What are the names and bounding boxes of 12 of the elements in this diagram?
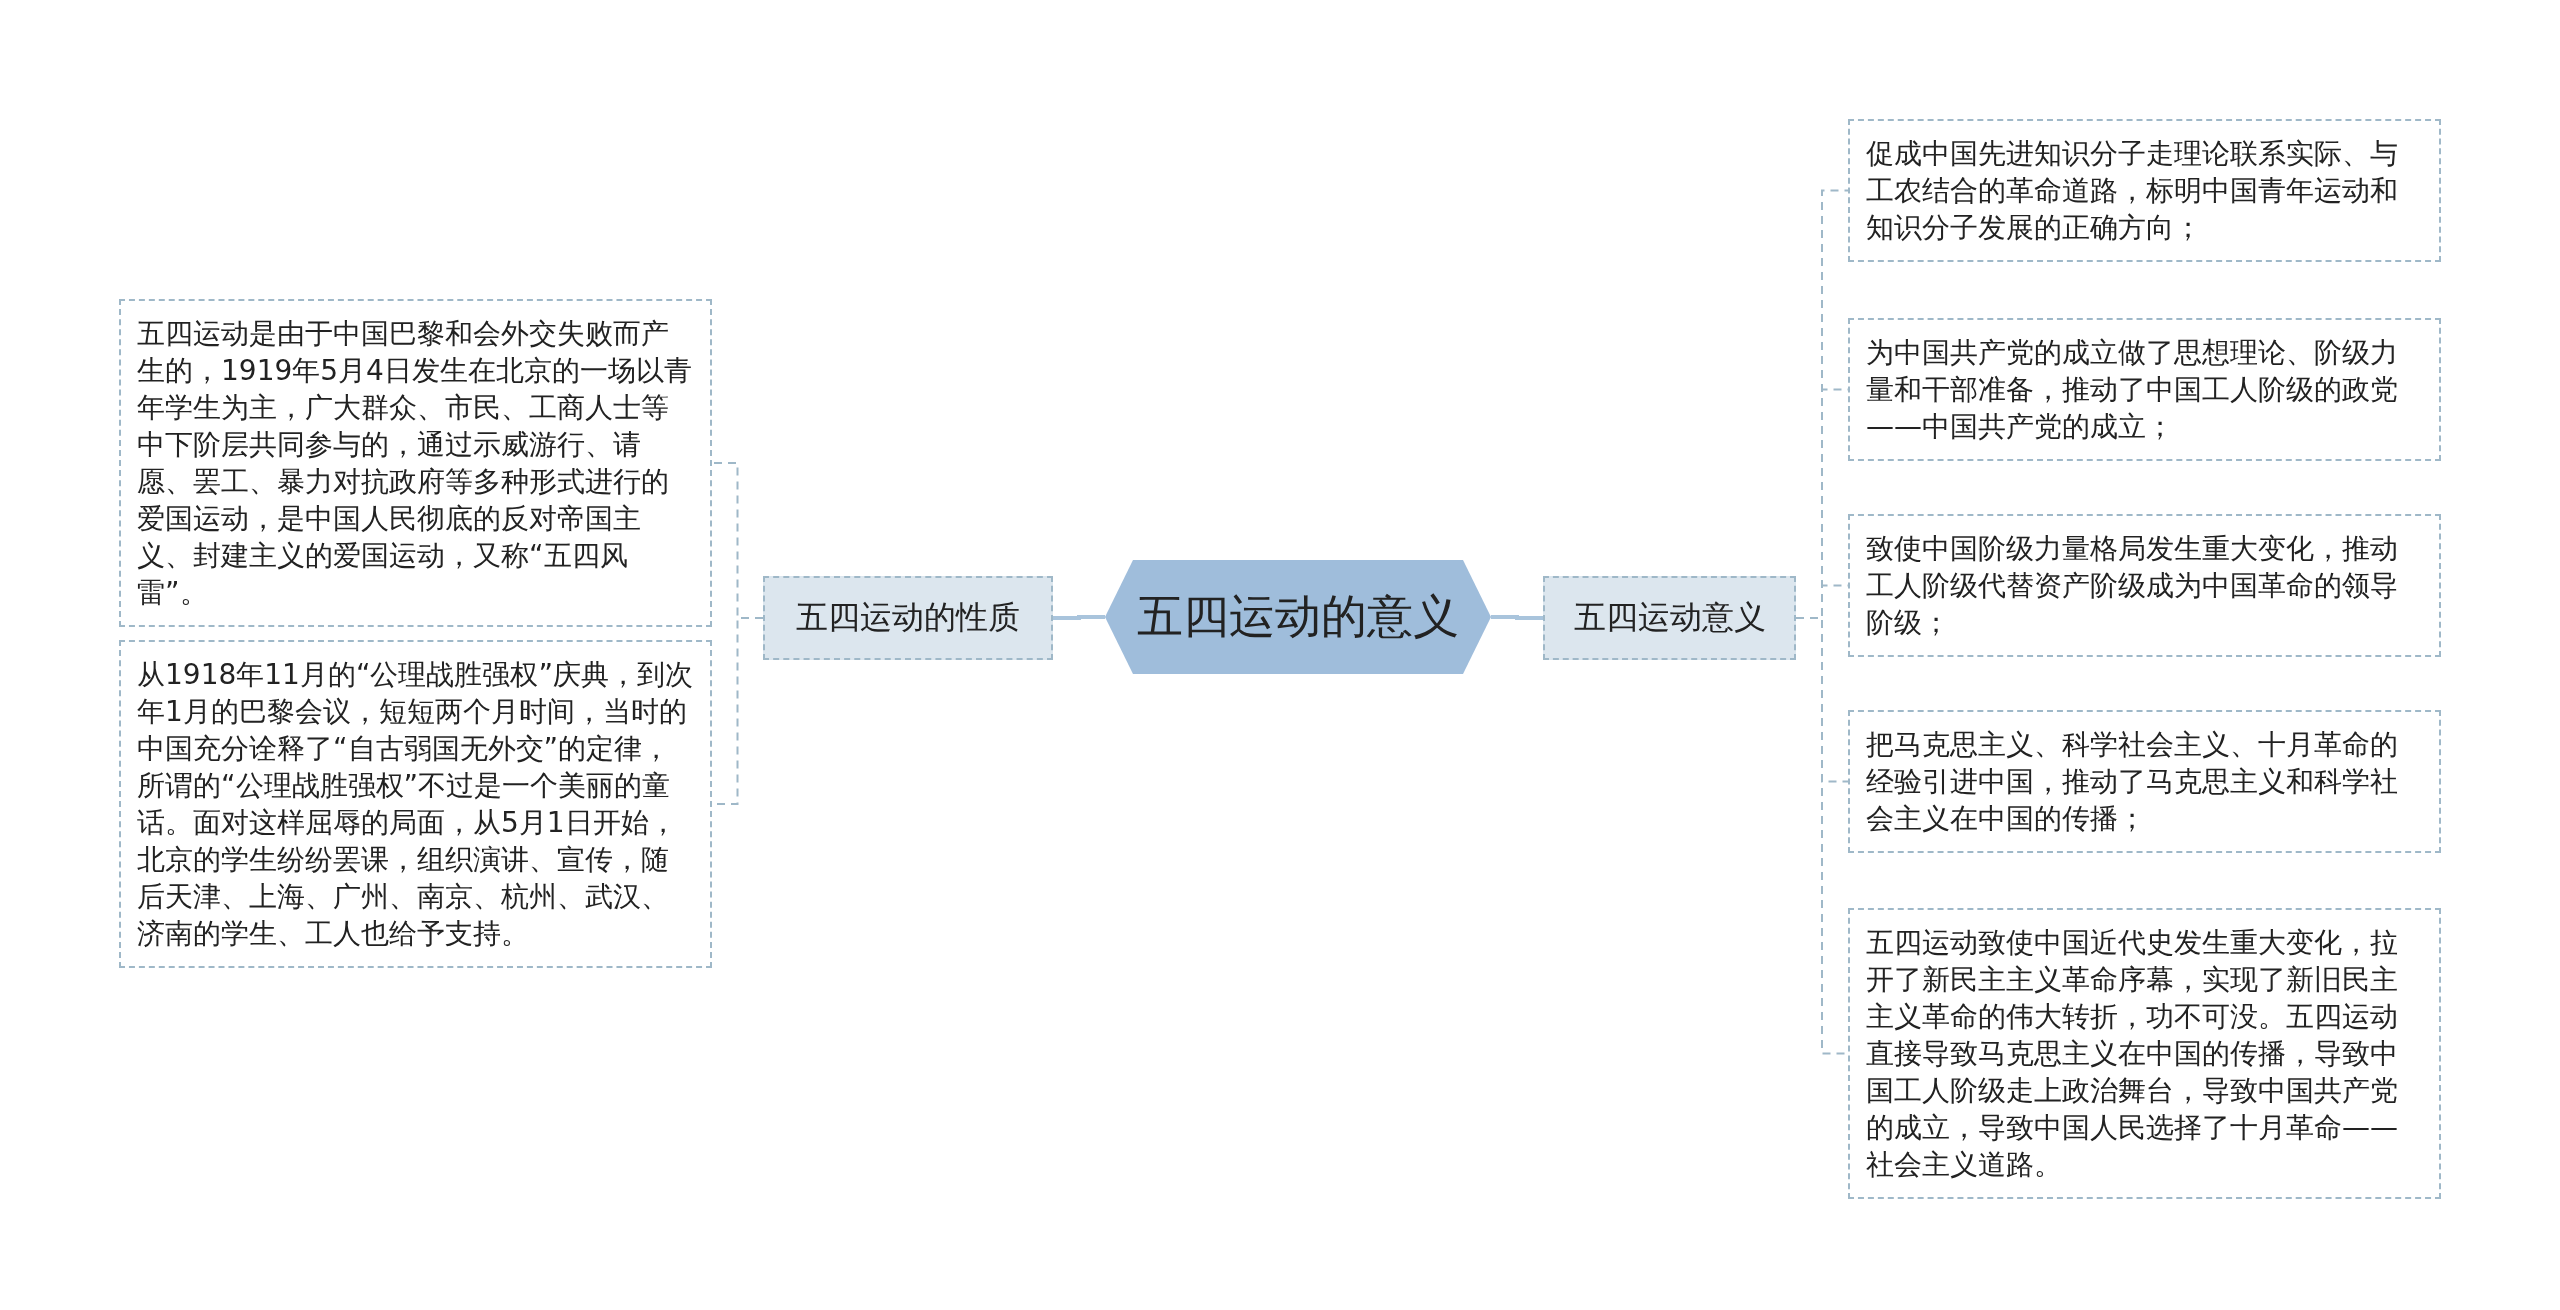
- text-box: 致使中国阶级力量格局发生重大变化，推动工人阶级代替资产阶级成为中国革命的领导阶级；: [1848, 514, 2441, 657]
- central-topic: 五四运动的意义: [1105, 560, 1491, 674]
- subtopic-box: 五四运动的性质: [763, 576, 1053, 660]
- subtopic-box: 五四运动意义: [1543, 576, 1796, 660]
- text-box: 为中国共产党的成立做了思想理论、阶级力量和干部准备，推动了中国工人阶级的政党——中国共产党的成立；: [1848, 318, 2441, 461]
- text-box: 从1918年11月的“公理战胜强权”庆典，到次年1月的巴黎会议，短短两个月时间，当时的中国充分诠释了“自古弱国无外交”的定律，所谓的“公理战胜强权”不过是一个美丽的童话。面对这样屈辱的局面，从5月1日开始，北京的学生纷纷罢课，组织演讲、宣传，随后天津、上海、广州、南京、杭州、武汉、济南的学生、工人也给予支持。: [119, 640, 712, 968]
- text-box: 五四运动致使中国近代史发生重大变化，拉开了新民主主义革命序幕，实现了新旧民主主义革命的伟大转折，功不可没。五四运动直接导致马克思主义在中国的传播，导致中国工人阶级走上政治舞台，导致中国共产党的成立，导致中国人民选择了十月革命——社会主义道路。: [1848, 908, 2441, 1199]
- connector-line: [1053, 615, 1105, 620]
- connector-line: [1491, 615, 1543, 620]
- text-box: 促成中国先进知识分子走理论联系实际、与工农结合的革命道路，标明中国青年运动和知识分子发展的正确方向；: [1848, 119, 2441, 262]
- text-box: 五四运动是由于中国巴黎和会外交失败而产生的，1919年5月4日发生在北京的一场以青年学生为主，广大群众、市民、工商人士等中下阶层共同参与的，通过示威游行、请愿、罢工、暴力对抗政府等多种形式进行的爱国运动，是中国人民彻底的反对帝国主义、封建主义的爱国运动，又称“五四风雷”。: [119, 299, 712, 627]
- text-box: 把马克思主义、科学社会主义、十月革命的经验引进中国，推动了马克思主义和科学社会主义在中国的传播；: [1848, 710, 2441, 853]
